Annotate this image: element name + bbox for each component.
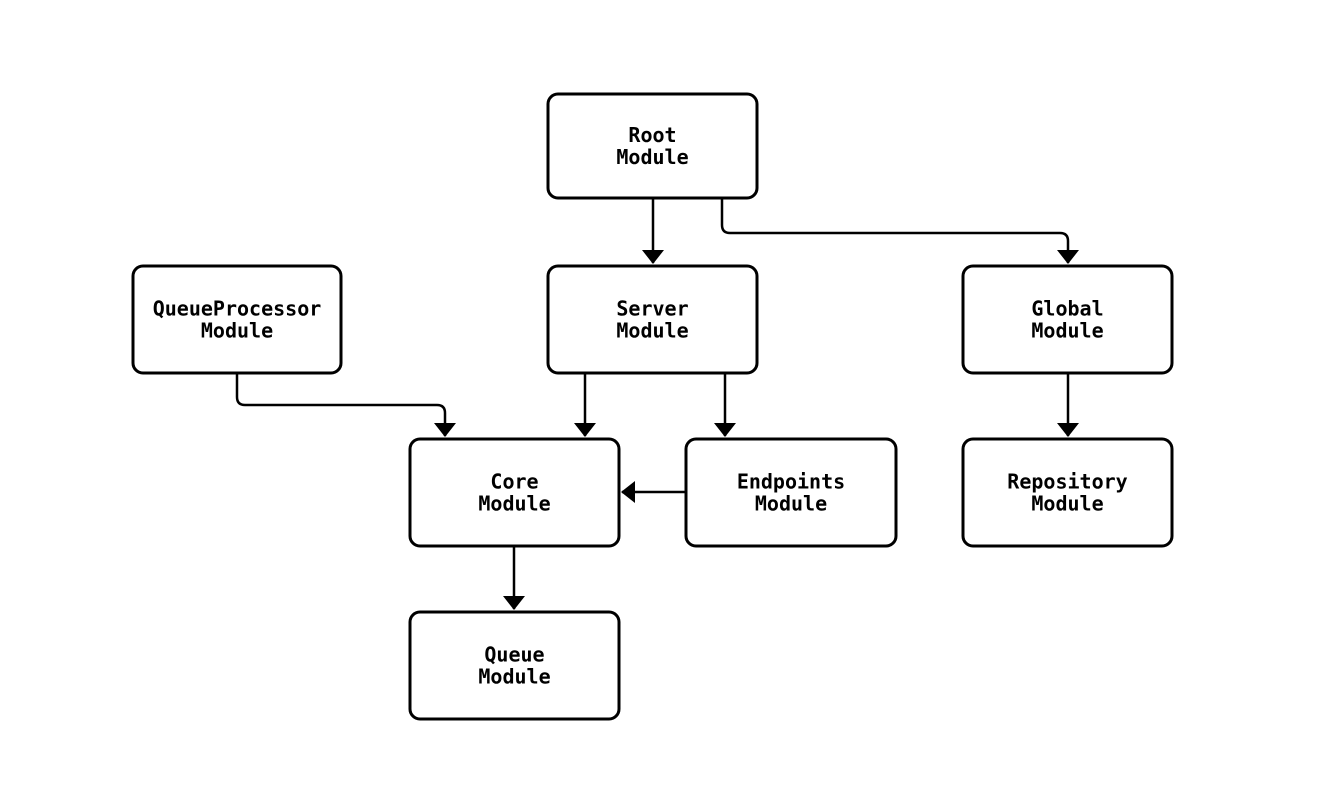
node-box-repository bbox=[961, 437, 1174, 548]
edge-root-to-global bbox=[720, 198, 1079, 264]
node-box-queue bbox=[408, 610, 621, 721]
node-box-endpoints bbox=[684, 437, 898, 548]
node-box-queueprocessor bbox=[131, 264, 343, 375]
node-box-core bbox=[408, 437, 621, 548]
node-box-global bbox=[961, 264, 1174, 375]
edges-layer bbox=[235, 198, 1079, 610]
node-box-root bbox=[546, 92, 759, 200]
edge-queueprocessor-to-core bbox=[235, 373, 456, 437]
node-box-server bbox=[546, 264, 759, 375]
